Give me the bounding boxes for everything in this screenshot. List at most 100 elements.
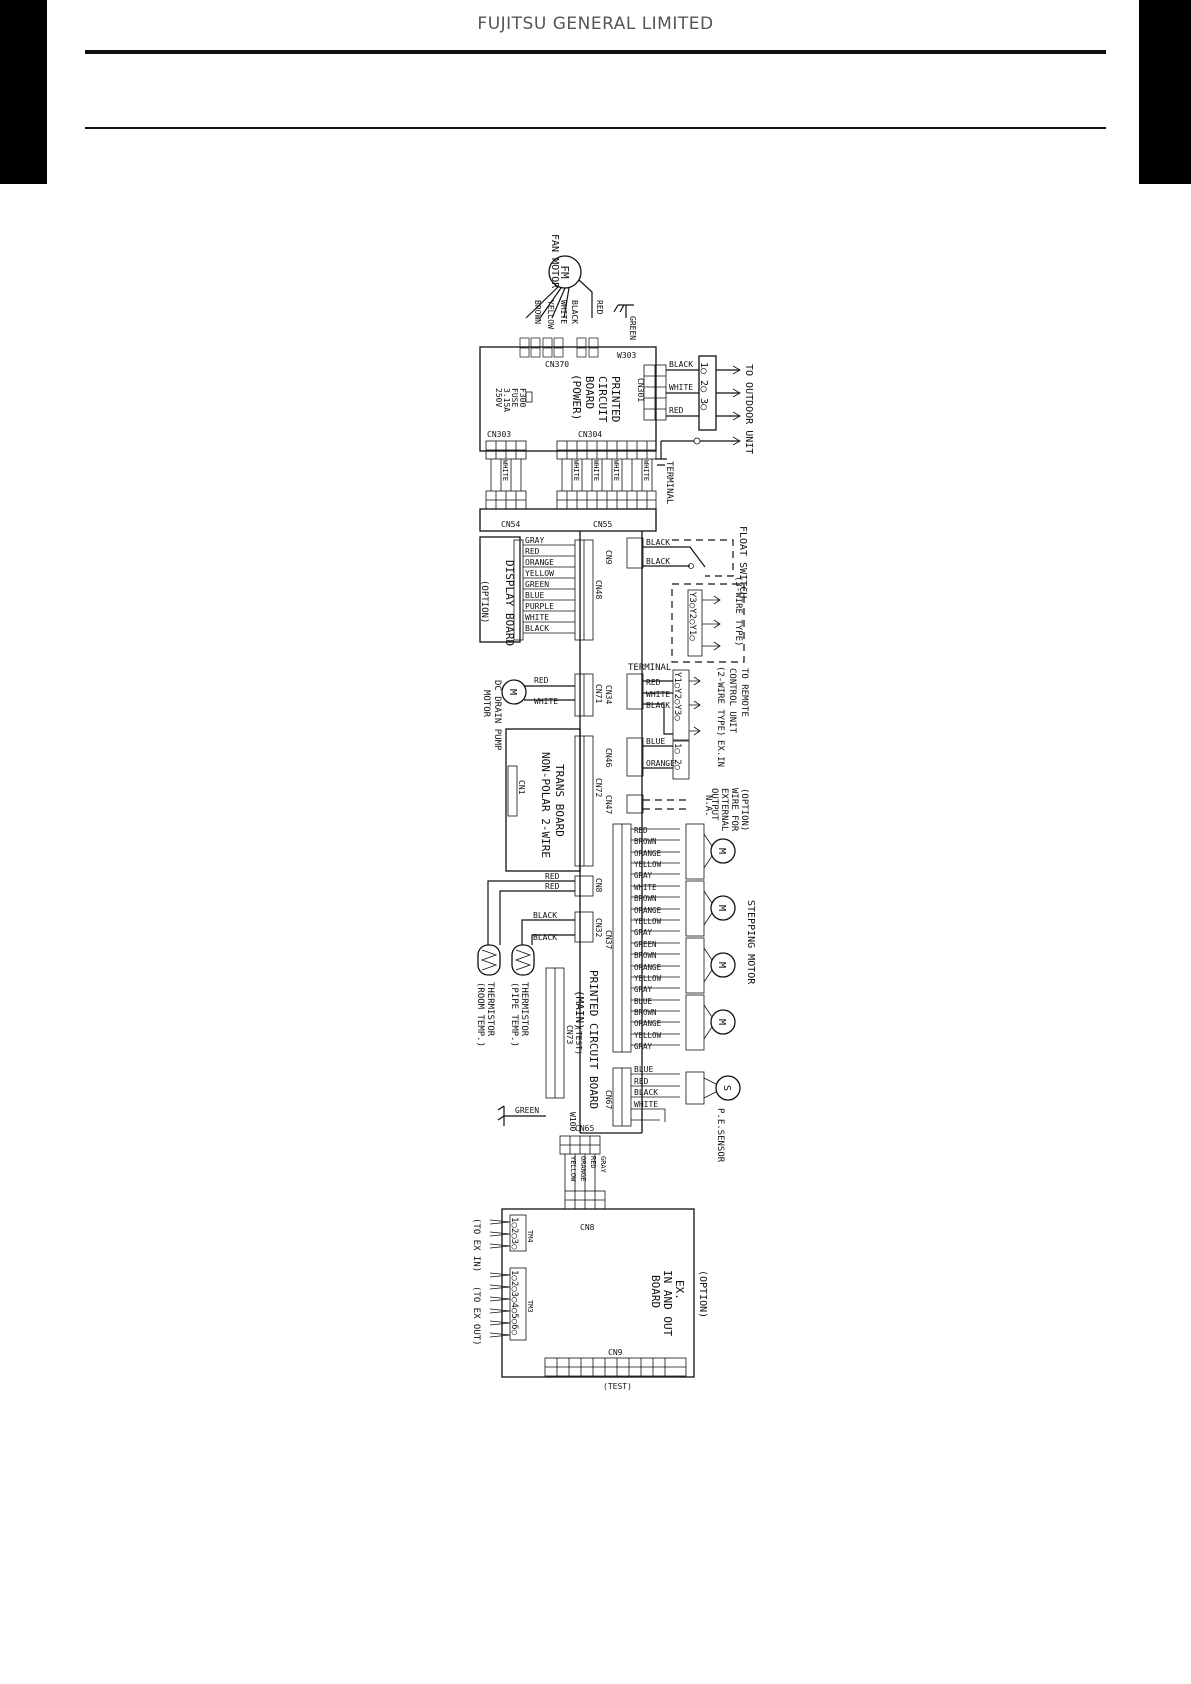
cn34-label: CN34 bbox=[604, 685, 613, 704]
exio-line4: BOARD bbox=[649, 1275, 662, 1308]
outdoor-wire-red: RED bbox=[669, 406, 684, 415]
step-wire-7: BROWN bbox=[634, 894, 657, 903]
pcb-main-line2: (MAIN) bbox=[573, 990, 586, 1030]
pcb-power-line3: BOARD bbox=[583, 376, 596, 409]
tm3-label: TM3 bbox=[526, 1300, 534, 1313]
fan-wire-white: WHITE bbox=[559, 300, 568, 324]
disp-wire-orange: ORANGE bbox=[525, 558, 554, 567]
tm3-terms: 1○2○3○4○5○6○ bbox=[509, 1270, 519, 1336]
therm-wire-red-1: RED bbox=[545, 872, 560, 881]
remote-wire-white: WHITE bbox=[646, 690, 670, 699]
cn73-label: CN73 bbox=[565, 1025, 574, 1044]
cn303-cn304-pins bbox=[485, 440, 657, 510]
pe-wire-red: RED bbox=[634, 1077, 649, 1086]
pcb-power-line2: CIRCUIT bbox=[596, 376, 609, 423]
cn303-label: CN303 bbox=[487, 430, 511, 439]
ex-in: CN46 1○ 2○ EX.IN bbox=[604, 737, 725, 780]
step-wire-1: RED bbox=[634, 826, 648, 835]
fuse-line2: FUSE bbox=[510, 388, 519, 407]
stepping-motor-2-symbol: M bbox=[716, 905, 727, 911]
pcb-main-line1: PRINTED CIRCUIT BOARD bbox=[587, 970, 600, 1109]
ex-io-board: CN8 (OPTION) EX. IN AND OUT BOARD 1○2○3○… bbox=[471, 1208, 708, 1391]
remote-3wire-terms: Y3○Y2○Y1○ bbox=[687, 592, 697, 641]
disp-wire-black: BLACK bbox=[525, 624, 549, 633]
step-wire-13: ORANGE bbox=[634, 963, 662, 972]
exin-wire-blue: BLUE bbox=[646, 737, 665, 746]
step-wire-5: GRAY bbox=[634, 871, 653, 880]
cn55-label: CN55 bbox=[593, 520, 612, 529]
exin-wire-orange: ORANGE bbox=[646, 759, 675, 768]
trans-board-line1: TRANS BOARD bbox=[553, 764, 566, 837]
thermistors: CN8 CN32 THERMISTOR (ROOM TEMP.) THERMIS… bbox=[475, 875, 603, 1047]
ground-w100: GREEN W100 bbox=[497, 1105, 577, 1131]
float-switch-label: FLOAT SWITCH bbox=[737, 526, 748, 598]
fan-motor-label: FAN MOTOR bbox=[549, 234, 560, 289]
step-wire-12: BROWN bbox=[634, 951, 657, 960]
drain-pump-line2: MOTOR bbox=[481, 690, 491, 718]
left-edge-tab bbox=[0, 0, 47, 184]
pe-sensor: CN67 S P.E.SENSOR bbox=[604, 1067, 741, 1163]
thermistor-room-line2: (ROOM TEMP.) bbox=[475, 982, 485, 1047]
remote-2wire: TERMINAL Y1○Y2○Y3○ CN34 (2-WIRE TYPE) TO… bbox=[604, 663, 749, 741]
cn37-label: CN37 bbox=[604, 930, 613, 949]
pcb-power: CN370 PRINTED CIRCUIT BOARD (POWER) F300… bbox=[479, 337, 657, 452]
fan-wire-brown: BROWN bbox=[533, 300, 542, 324]
step-wire-11: GREEN bbox=[634, 940, 657, 949]
trans-board: CN72 CN1 TRANS BOARD NON-POLAR 2-WIRE bbox=[505, 728, 603, 872]
disp-wire-purple: PURPLE bbox=[525, 602, 554, 611]
stepping-motor-1-symbol: M bbox=[716, 848, 727, 854]
exin-terms: 1○ 2○ bbox=[672, 743, 682, 771]
fan-wire-yellow: YELLOW bbox=[546, 300, 555, 329]
display-board-label: DISPLAY BOARD bbox=[503, 560, 516, 646]
cn301: CN301 bbox=[636, 364, 667, 421]
fan-motor-symbol: FM bbox=[558, 265, 571, 279]
cn67-label: CN67 bbox=[604, 1090, 613, 1109]
na-label: N.A. bbox=[703, 795, 713, 817]
white-wire-3: WHITE bbox=[592, 460, 600, 481]
float-switch: CN9 FLOAT SWITCH bbox=[604, 526, 748, 598]
therm-wire-black-1: BLACK bbox=[533, 911, 557, 920]
pe-sensor-label: P.E.SENSOR bbox=[715, 1108, 725, 1163]
outdoor-terminal-numbers: 1○ 2○ 3○ bbox=[698, 362, 709, 410]
cn72-label: CN72 bbox=[594, 778, 603, 797]
pump-wire-red: RED bbox=[534, 676, 549, 685]
to-remote-line1: TO REMOTE bbox=[739, 668, 749, 717]
float-wire-black-2: BLACK bbox=[646, 557, 670, 566]
outdoor-wire-black: BLACK bbox=[669, 360, 693, 369]
w100-label: W100 bbox=[568, 1112, 577, 1131]
cn71-label: CN71 bbox=[594, 684, 603, 703]
stepping-motor-3-symbol: M bbox=[716, 962, 727, 968]
remote-3wire: Y3○Y2○Y1○ (3-WIRE TYPE) bbox=[671, 576, 745, 663]
stepping-motors: CN37 M M M M STEPPING MOTOR bbox=[604, 823, 756, 1053]
cn8-label-main: CN8 bbox=[594, 878, 603, 893]
ext-output-line3: EXTERNAL bbox=[719, 788, 729, 831]
stepping-motor-label: STEPPING MOTOR bbox=[745, 900, 756, 985]
float-wire-black-1: BLACK bbox=[646, 538, 670, 547]
cn1-label: CN1 bbox=[517, 780, 526, 795]
ext-output-line4: OUTPUT bbox=[709, 788, 719, 821]
stepping-motor-4-symbol: M bbox=[716, 1019, 727, 1025]
cn8-label-exio: CN8 bbox=[580, 1223, 595, 1232]
step-wire-15: GRAY bbox=[634, 985, 653, 994]
thermistor-room-line1: THERMISTOR bbox=[485, 982, 495, 1037]
white-wire-5: WHITE bbox=[642, 460, 650, 481]
cn65-label: CN65 bbox=[575, 1124, 594, 1133]
pe-sensor-symbol: S bbox=[721, 1085, 732, 1091]
display-board: DISPLAY BOARD (OPTION) CN48 bbox=[479, 536, 603, 646]
step-wire-4: YELLOW bbox=[634, 860, 662, 869]
pcb-power-line1: PRINTED bbox=[609, 376, 622, 422]
cn54-label: CN54 bbox=[501, 520, 520, 529]
to-remote-line2: CONTROL UNIT bbox=[727, 668, 737, 734]
drain-pump-line1: DC DRAIN PUMP bbox=[492, 680, 502, 751]
step-wire-6: WHITE bbox=[634, 883, 657, 892]
terminal-label-remote: TERMINAL bbox=[628, 663, 671, 673]
w303-label: W303 bbox=[617, 351, 636, 360]
pe-wire-black: BLACK bbox=[634, 1088, 658, 1097]
exio-wire-yellow: YELLOW bbox=[569, 1156, 577, 1182]
cn47-label: CN47 bbox=[604, 795, 613, 814]
step-wire-16: BLUE bbox=[634, 997, 653, 1006]
cn301-label: CN301 bbox=[636, 378, 645, 402]
thermistor-pipe-line1: THERMISTOR bbox=[519, 982, 529, 1037]
exio-line2: EX. bbox=[673, 1280, 686, 1300]
external-output: CN47 N.A. (OPTION) WIRE FOR EXTERNAL OUT… bbox=[604, 788, 749, 832]
